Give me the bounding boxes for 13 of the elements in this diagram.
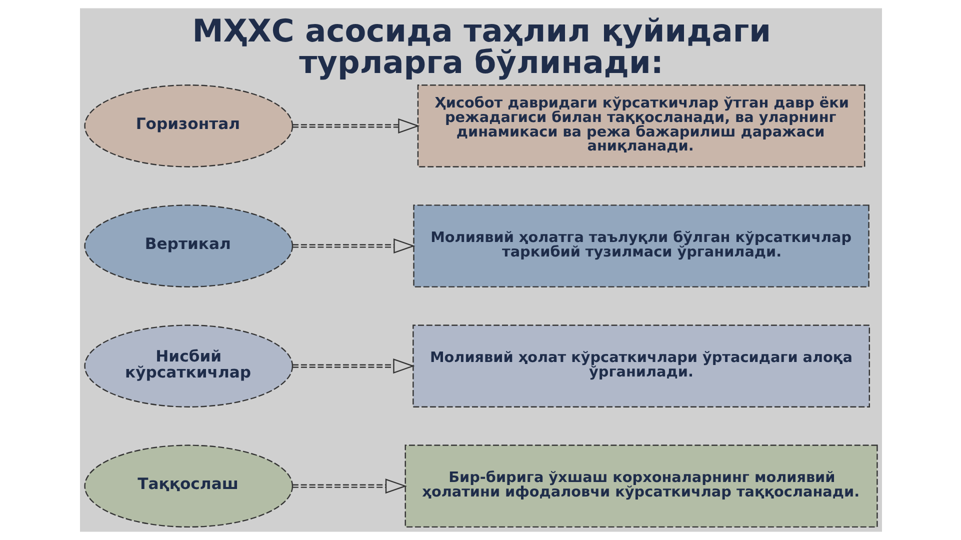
diagram-title: МҲХС асосида таҳлил қуйидаги турларга бўлинади: <box>192 14 771 81</box>
node-ellipse: Нисбий кўрсаткичлар <box>84 324 293 408</box>
arrow <box>292 238 415 254</box>
node-ellipse: Горизонтал <box>84 84 293 168</box>
node-box: Молиявий ҳолат кўрсаткичлари ўртасидаги алоқа ўрганилади. <box>412 324 870 408</box>
node-ellipse: Вертикал <box>84 204 293 288</box>
arrow <box>292 478 407 494</box>
arrow <box>292 118 420 134</box>
node-box: Ҳисобот давридаги кўрсаткичлар ўтган давр ёки режадагиси билан таққосланади, ва уларнинг динамикаси ва режа бажарилиш даражаси аниқланади. <box>416 84 865 168</box>
node-box: Бир-бирига ўхшаш корхоналарнинг молиявий ҳолатини ифодаловчи кўрсаткичлар таққосланади. <box>404 444 878 528</box>
arrow <box>292 358 414 374</box>
node-ellipse: Таққослаш <box>84 444 293 528</box>
node-box: Молиявий ҳолатга таълуқли бўлган кўрсаткичлар таркибий тузилмаси ўрганилади. <box>412 204 869 288</box>
